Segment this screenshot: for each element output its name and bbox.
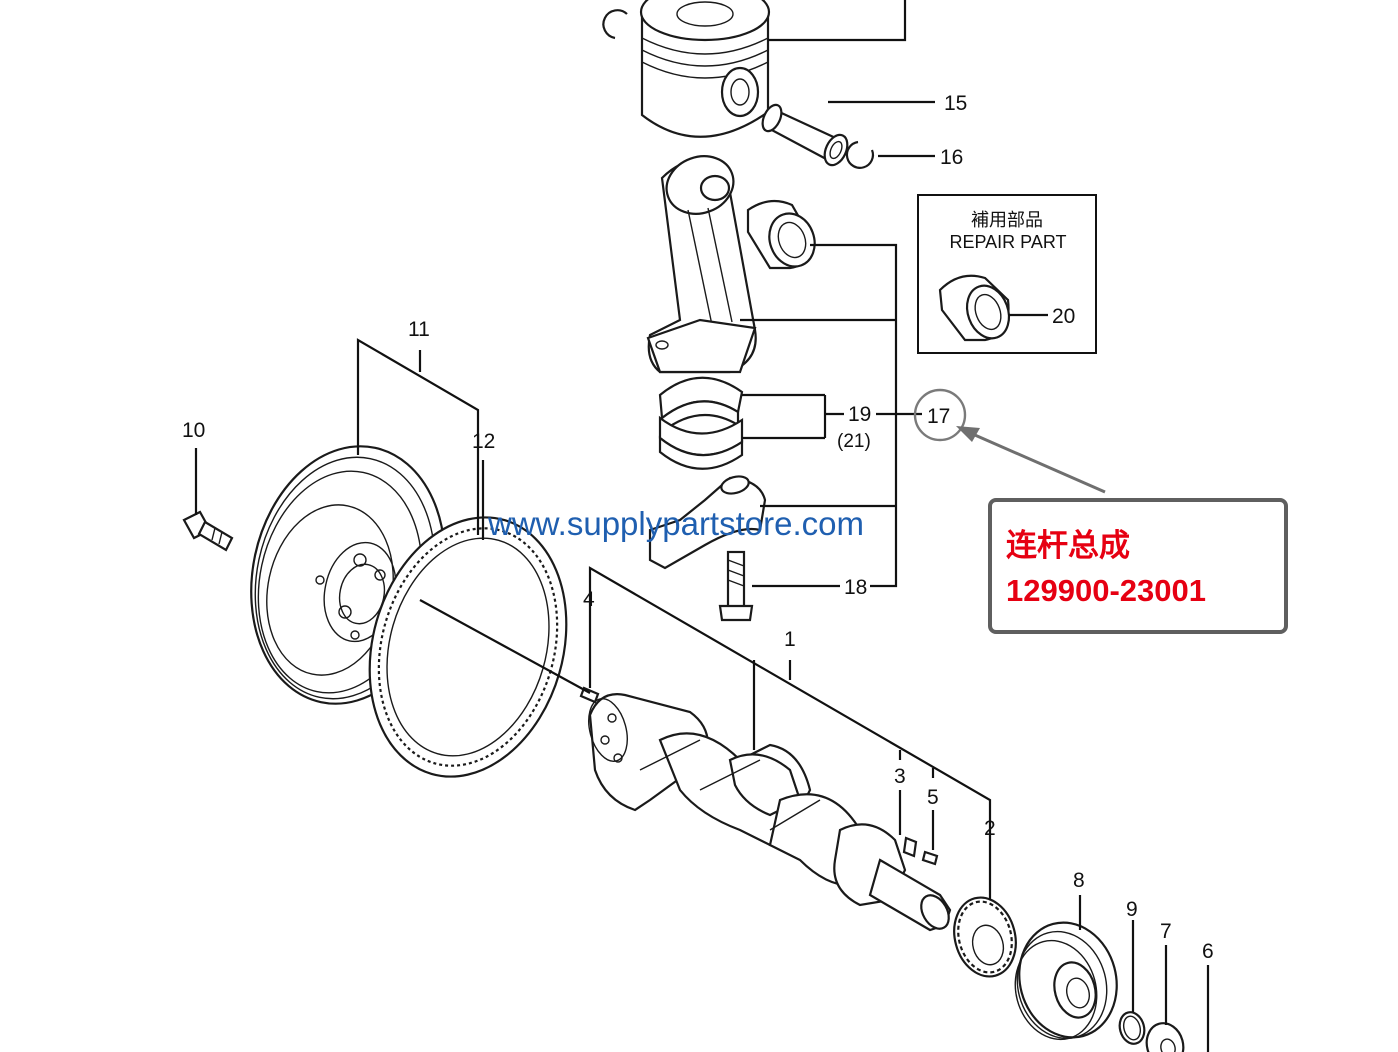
label-6: 6 <box>1202 940 1214 963</box>
label-17: 17 <box>927 405 950 428</box>
label-21: (21) <box>837 431 871 452</box>
label-18: 18 <box>844 576 867 599</box>
piston-pin <box>761 103 849 167</box>
crankshaft <box>588 693 952 932</box>
flywheel-bolt <box>182 510 234 552</box>
watermark-text: www.supplypartstore.com <box>487 505 864 542</box>
crankshaft-key-3 <box>902 836 918 858</box>
callout: 连杆总成 129900-23001 <box>956 426 1288 634</box>
callout-part-number: 129900-23001 <box>1006 573 1206 608</box>
label-11: 11 <box>408 318 430 341</box>
connecting-rod <box>646 155 757 374</box>
label-8: 8 <box>1073 869 1085 892</box>
label-15: 15 <box>944 92 967 115</box>
label-7: 7 <box>1160 920 1172 943</box>
label-3: 3 <box>894 765 906 788</box>
piston <box>639 0 771 138</box>
pulley-washer <box>1145 1022 1185 1052</box>
label-9: 9 <box>1126 898 1138 921</box>
label-16: 16 <box>940 146 963 169</box>
piston-pin-circlip <box>845 140 875 169</box>
piston-circlip-top <box>602 9 628 40</box>
o-ring <box>1118 1011 1146 1045</box>
bearing-shell-upper <box>658 376 744 435</box>
small-end-bushing <box>746 199 816 270</box>
repair-part-title-en: REPAIR PART <box>949 232 1066 252</box>
repair-part-title-jp: 補用部品 <box>971 210 1043 230</box>
repair-part-box: 補用部品 REPAIR PART 20 <box>917 194 1097 354</box>
bearing-shell-lower <box>658 415 744 470</box>
crankshaft-key-5 <box>921 850 939 866</box>
connecting-rod-cap <box>648 475 767 570</box>
repair-part-item-number: 20 <box>1052 305 1075 328</box>
connecting-rod-bolt <box>718 550 754 622</box>
label-19: 19 <box>848 403 871 426</box>
label-5: 5 <box>927 786 939 809</box>
crankshaft-pulley <box>1014 921 1118 1041</box>
leader-lines-upper <box>740 0 935 588</box>
highlight-circle <box>913 388 967 442</box>
label-1: 1 <box>784 628 796 651</box>
leader-lines-lower <box>194 338 1210 1052</box>
flywheel-ring-gear <box>368 516 568 778</box>
label-10: 10 <box>182 419 205 442</box>
label-4: 4 <box>583 588 595 611</box>
callout-part-name: 连杆总成 <box>1006 528 1130 563</box>
label-12: 12 <box>472 430 495 453</box>
crankshaft-gear <box>953 896 1017 978</box>
label-2: 2 <box>984 817 996 840</box>
item-number-labels: 15 16 19 (21) 17 18 11 12 10 4 1 3 5 2 8… <box>182 92 1214 963</box>
